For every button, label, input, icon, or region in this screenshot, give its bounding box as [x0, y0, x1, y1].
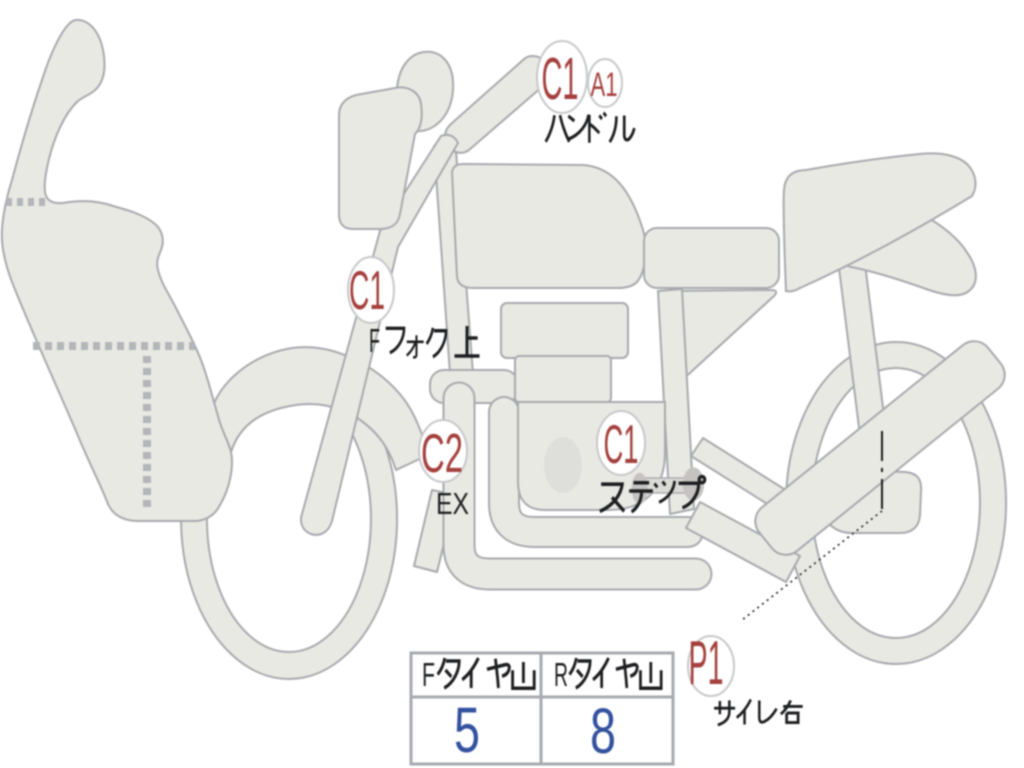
- svg-text:C2: C2: [421, 422, 463, 484]
- svg-text:5: 5: [454, 694, 480, 766]
- svg-text:C1: C1: [542, 46, 579, 112]
- svg-text:A1: A1: [591, 66, 618, 104]
- svg-text:F: F: [369, 322, 380, 359]
- svg-text:8: 8: [590, 695, 616, 767]
- svg-text:EX: EX: [436, 486, 469, 521]
- svg-text:R: R: [554, 656, 568, 693]
- svg-text:F: F: [422, 656, 435, 693]
- svg-text:P1: P1: [689, 629, 724, 698]
- svg-text:C1: C1: [604, 413, 639, 475]
- svg-text:C1: C1: [349, 259, 385, 321]
